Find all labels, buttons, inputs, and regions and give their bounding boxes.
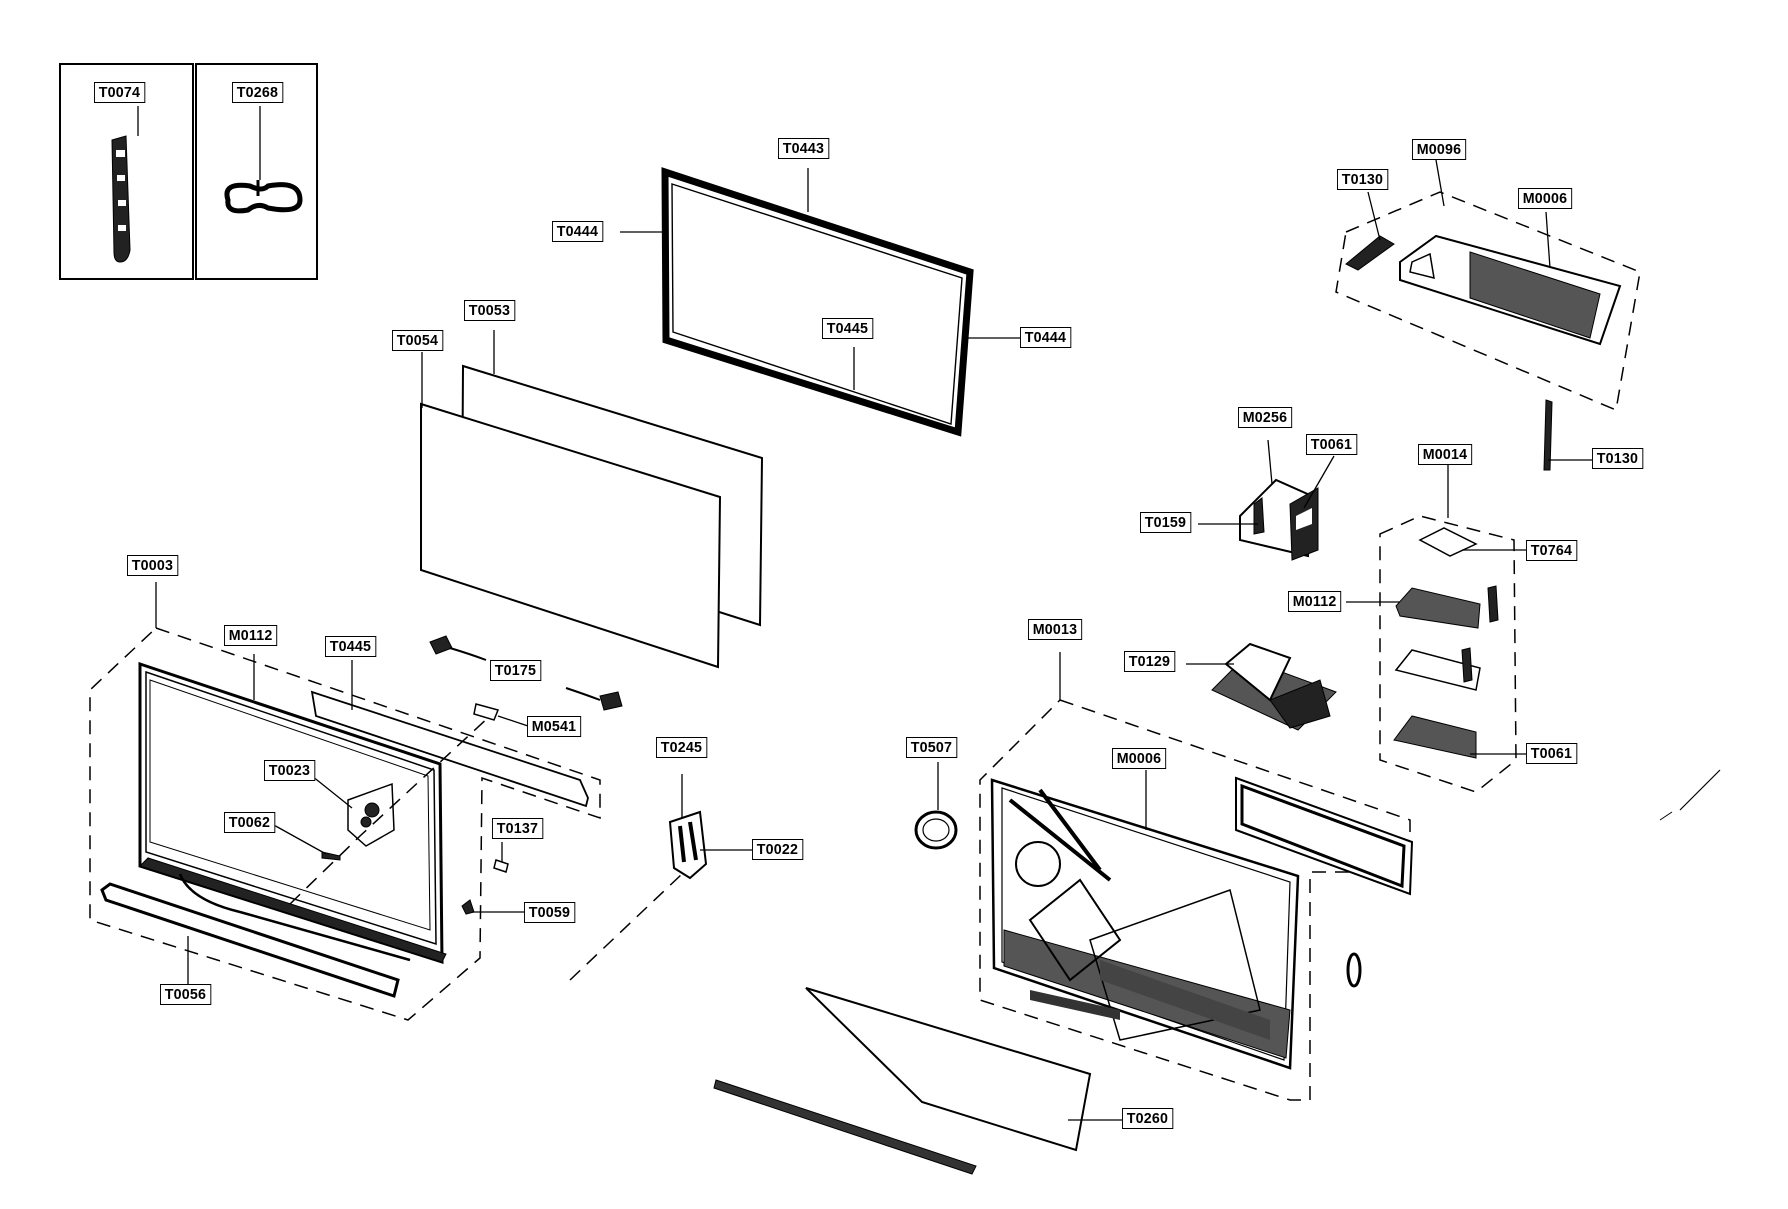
part-label-m0006: M0006 (1112, 748, 1167, 769)
part-label-m0112: M0112 (224, 625, 278, 646)
part-label-t0130: T0130 (1592, 448, 1643, 469)
part-label-t0444: T0444 (1020, 327, 1071, 348)
part-label-t0003: T0003 (127, 555, 178, 576)
part-label-m0006: M0006 (1518, 188, 1573, 209)
part-label-t0268: T0268 (232, 82, 283, 103)
part-label-t0175: T0175 (490, 660, 541, 681)
front-frame-assembly (620, 167, 1020, 437)
screen-panels (420, 330, 764, 669)
part-label-m0014: M0014 (1418, 444, 1473, 465)
bottom-cover-t0260 (713, 987, 1124, 1175)
part-label-t0445: T0445 (822, 318, 873, 339)
part-label-t0061: T0061 (1526, 743, 1577, 764)
accessory-box-power-cord (195, 63, 318, 280)
part-label-t0074: T0074 (94, 82, 145, 103)
part-label-m0096: M0096 (1412, 139, 1467, 160)
part-label-t0137: T0137 (492, 818, 543, 839)
part-label-m0112: M0112 (1288, 591, 1342, 612)
part-label-m0541: M0541 (527, 716, 582, 737)
part-label-t0056: T0056 (160, 984, 211, 1005)
front-cabinet-assembly (89, 582, 601, 1021)
part-label-t0129: T0129 (1124, 651, 1175, 672)
part-label-t0159: T0159 (1140, 512, 1191, 533)
part-label-t0023: T0023 (264, 760, 315, 781)
part-label-t0260: T0260 (1122, 1108, 1173, 1129)
part-label-t0444: T0444 (552, 221, 603, 242)
part-label-t0443: T0443 (778, 138, 829, 159)
part-label-t0130: T0130 (1337, 169, 1388, 190)
upper-right-module-m0096 (1335, 159, 1641, 471)
part-label-t0022: T0022 (752, 839, 803, 860)
sensor-cable (429, 635, 623, 711)
module-group-m0014 (1346, 464, 1526, 793)
bracket-group-m0256 (1198, 439, 1335, 561)
rear-cabinet-assembly (979, 652, 1414, 1101)
part-label-t0245: T0245 (656, 737, 707, 758)
part-label-t0054: T0054 (392, 330, 443, 351)
part-label-t0062: T0062 (224, 812, 275, 833)
part-label-t0764: T0764 (1526, 540, 1577, 561)
part-label-t0053: T0053 (464, 300, 515, 321)
part-label-m0256: M0256 (1238, 407, 1293, 428)
side-bracket (569, 774, 754, 981)
part-label-t0507: T0507 (906, 737, 957, 758)
part-label-t0061: T0061 (1306, 434, 1357, 455)
part-label-t0059: T0059 (524, 902, 575, 923)
part-label-t0445: T0445 (325, 636, 376, 657)
accessory-box-remote (59, 63, 194, 280)
ring-part (914, 762, 958, 850)
part-label-m0013: M0013 (1028, 619, 1083, 640)
main-board-t0129 (1186, 642, 1337, 731)
